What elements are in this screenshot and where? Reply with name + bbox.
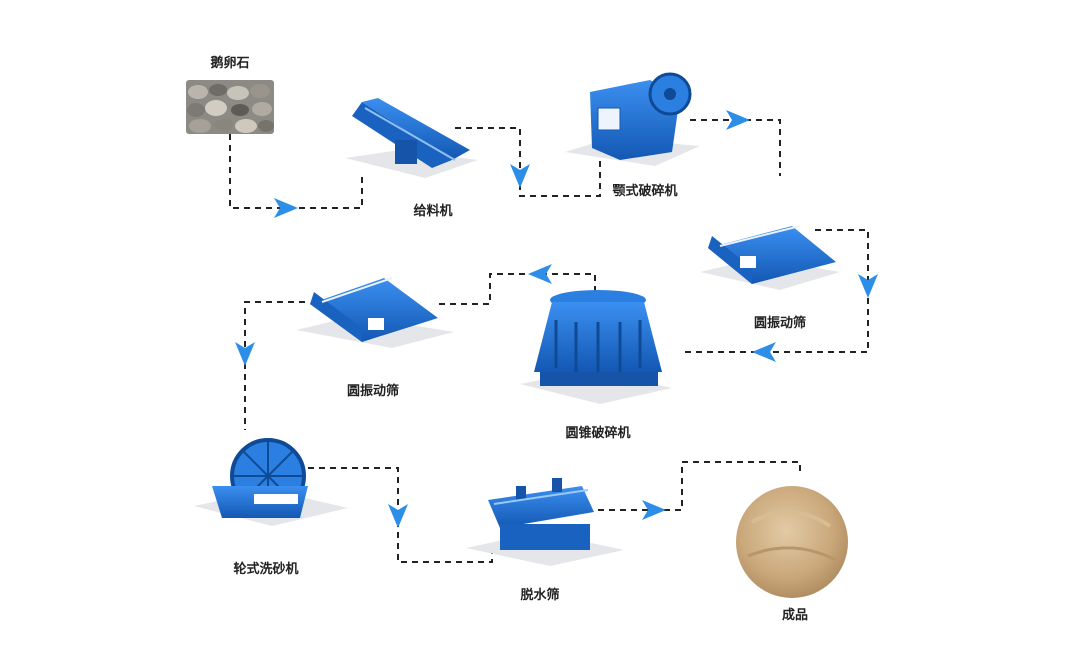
- arrow-down-icon: [510, 164, 530, 188]
- arrow-right-icon: [274, 198, 298, 218]
- connector-cone-screen2: [438, 273, 596, 305]
- node-label-screen-1: 圆振动筛: [753, 316, 807, 331]
- node-label-screen-2: 圆振动筛: [346, 384, 400, 399]
- connector-washer-dewater: [308, 467, 493, 563]
- arrow-left-icon: [752, 342, 776, 362]
- pebble-stones-photo: [186, 80, 274, 134]
- node-label-dewatering-screen: 脱水筛: [520, 588, 560, 603]
- arrow-left-icon: [528, 264, 552, 284]
- node-label-pebble: 鹅卵石: [210, 56, 250, 71]
- node-label-product: 成品: [781, 608, 809, 623]
- connector-screen2-washer: [244, 301, 305, 430]
- node-label-cone-crusher: 圆锥破碎机: [565, 426, 631, 441]
- arrow-down-icon: [858, 274, 878, 298]
- arrow-right-icon: [726, 110, 750, 130]
- jaw-crusher-machine: [565, 72, 700, 166]
- circular-vibrating-screen: [700, 225, 840, 290]
- connector-pebble-feeder: [229, 134, 363, 209]
- connector-jaw-screen1: [690, 119, 781, 176]
- node-label-jaw-crusher: 颚式破碎机: [612, 184, 678, 199]
- node-label-feeder: 给料机: [413, 204, 453, 219]
- wheel-sand-washer: [194, 438, 348, 526]
- arrow-down-icon: [235, 342, 255, 366]
- node-label-sand-washer: 轮式洗砂机: [233, 562, 299, 577]
- circular-vibrating-screen: [296, 277, 454, 348]
- vibrating-feeder-machine: [345, 98, 478, 178]
- arrow-right-icon: [642, 500, 666, 520]
- connector-feeder-jaw: [455, 127, 601, 197]
- arrow-down-icon: [388, 504, 408, 528]
- cone-crusher-machine: [520, 290, 672, 404]
- sand-pile-photo: [736, 486, 848, 598]
- dewatering-screen: [466, 478, 624, 566]
